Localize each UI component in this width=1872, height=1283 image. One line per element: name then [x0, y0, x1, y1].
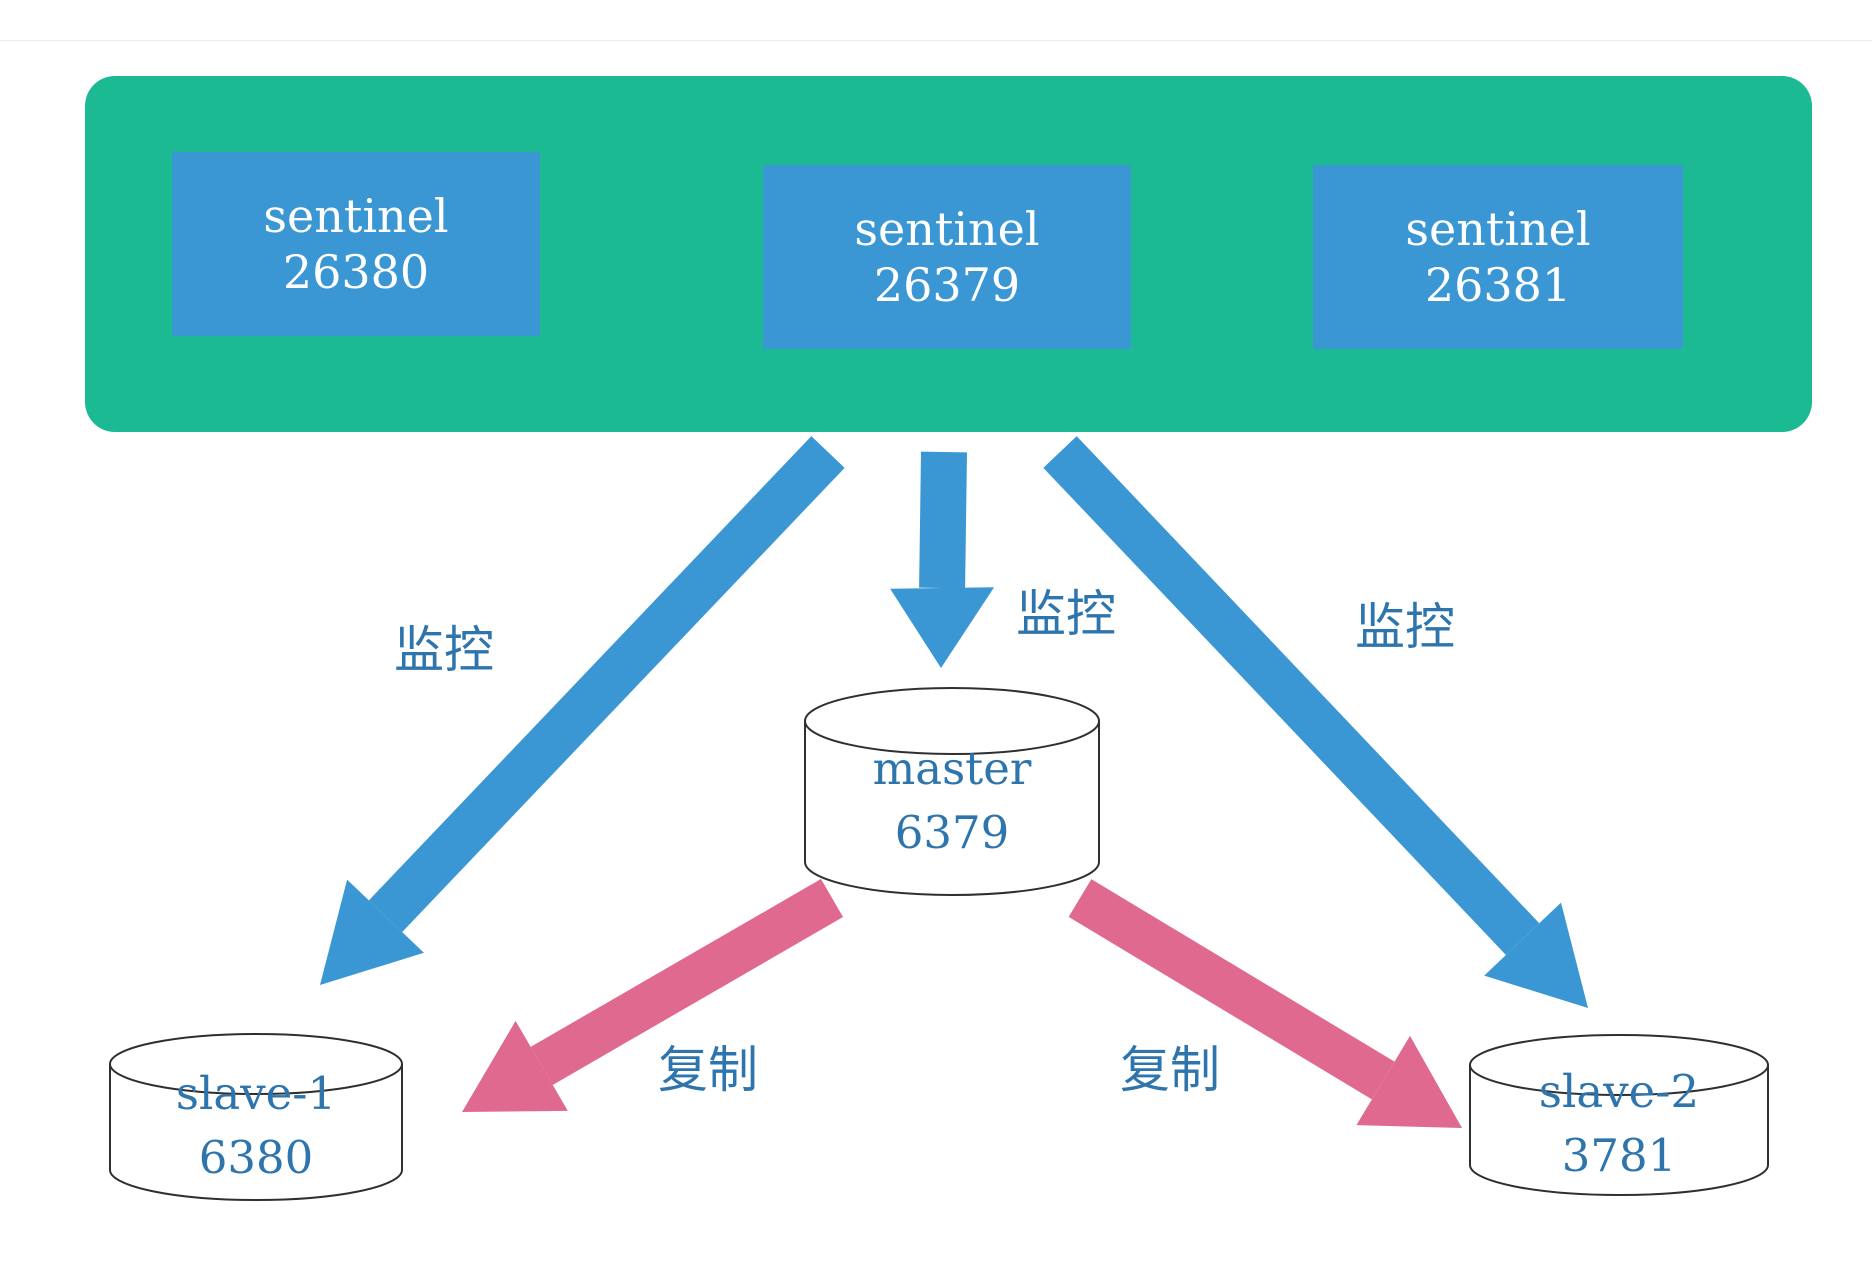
monitor-label-middle: 监控 — [1016, 585, 1116, 643]
node-port: 6379 — [894, 806, 1010, 859]
sentinel-port: 26380 — [282, 245, 430, 299]
sentinel-port: 26381 — [1424, 258, 1572, 312]
sentinel-box-26379: sentinel 26379 — [763, 165, 1131, 349]
node-name: slave-2 — [1538, 1065, 1700, 1119]
replicate-arrow-left — [462, 878, 844, 1112]
top-divider-line — [0, 40, 1872, 41]
master-label: master 6379 — [873, 737, 1032, 865]
monitor-arrow-right — [1043, 436, 1588, 1008]
monitor-label-right: 监控 — [1355, 598, 1455, 656]
sentinel-port: 26379 — [873, 258, 1021, 312]
cylinder-body — [109, 1064, 403, 1201]
sentinel-name: sentinel — [263, 188, 449, 243]
monitor-arrow-middle — [890, 451, 995, 668]
master-cylinder — [804, 687, 1100, 896]
cylinder-body — [1469, 1065, 1769, 1196]
cylinder-body — [804, 721, 1100, 896]
monitor-arrow-left — [320, 436, 845, 985]
arrow-head — [320, 879, 424, 985]
replicate-label-left: 复制 — [658, 1041, 758, 1099]
slave2-label: slave-2 3781 — [1539, 1060, 1699, 1188]
node-port: 6380 — [198, 1131, 314, 1184]
node-name: slave-1 — [175, 1067, 337, 1121]
sentinel-box-26381: sentinel 26381 — [1313, 165, 1683, 349]
replicate-label-right: 复制 — [1120, 1041, 1220, 1099]
arrow-head — [462, 1020, 568, 1112]
arrow-shaft — [368, 436, 845, 933]
arrow-head — [890, 587, 995, 668]
arrow-shaft — [1068, 879, 1395, 1100]
slave1-cylinder — [109, 1033, 403, 1201]
arrow-shaft — [919, 451, 967, 589]
sentinel-name: sentinel — [854, 201, 1040, 256]
cylinder-top — [804, 687, 1100, 755]
monitor-label-left: 监控 — [394, 621, 494, 679]
slave1-label: slave-1 6380 — [176, 1062, 336, 1190]
cylinder-top — [109, 1033, 403, 1095]
arrow-head — [1484, 902, 1588, 1008]
replicate-arrow-right — [1068, 879, 1462, 1128]
cylinder-top — [1469, 1034, 1769, 1096]
arrow-head — [1356, 1035, 1462, 1128]
slave2-cylinder — [1469, 1034, 1769, 1196]
arrow-shaft — [1043, 436, 1540, 955]
node-port: 3781 — [1561, 1129, 1677, 1182]
sentinel-name: sentinel — [1405, 201, 1591, 256]
arrow-shaft — [530, 878, 844, 1085]
node-name: master — [872, 742, 1032, 796]
sentinel-box-26380: sentinel 26380 — [172, 152, 540, 336]
